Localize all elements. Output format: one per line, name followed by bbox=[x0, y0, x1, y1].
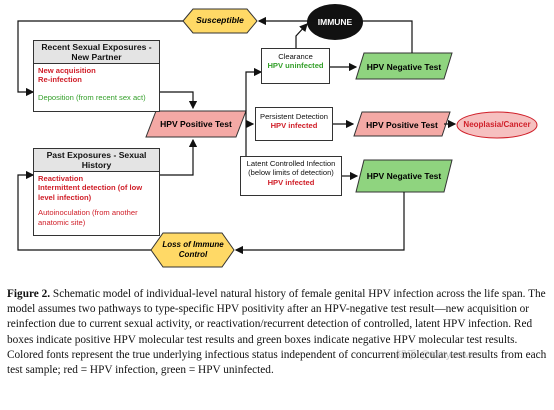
neoplasia-label: Neoplasia/Cancer bbox=[463, 120, 531, 129]
hpv-positive-main-label: HPV Positive Test bbox=[160, 119, 232, 129]
intermittent-text: Intermittent detection (of low level inf… bbox=[38, 183, 143, 202]
neg-test-1-shape bbox=[355, 52, 453, 80]
arrow-recent-to-positive bbox=[160, 91, 198, 110]
susceptible-label: Susceptible bbox=[196, 15, 244, 25]
pos-test-2-label: HPV Positive Test bbox=[366, 120, 438, 130]
persistent-status: HPV infected bbox=[270, 121, 318, 131]
figure-caption: Figure 2. Schematic model of individual-… bbox=[7, 287, 550, 378]
reinfection-text: Re-infection bbox=[38, 75, 82, 85]
reactivation-text: Reactivation bbox=[38, 174, 84, 183]
pos-test-2-shape bbox=[353, 111, 451, 137]
watermark-text: 知乎 @Kittywaver bbox=[396, 349, 480, 361]
recent-exposures-box: Recent Sexual Exposures - New Partner Ne… bbox=[33, 40, 160, 112]
immune-label: IMMUNE bbox=[317, 17, 353, 27]
figure-number: Figure 2. bbox=[7, 288, 51, 300]
arrow-positive-to-clearance bbox=[245, 67, 263, 124]
arrow-clearance-to-immune bbox=[295, 23, 308, 48]
latent-title: Latent Controlled Infection (below limit… bbox=[246, 159, 336, 178]
hpv-diagram: Susceptible IMMUNE Loss of Immune Contro… bbox=[17, 4, 538, 268]
persistent-box: Persistent Detection HPV infected bbox=[255, 107, 333, 141]
latent-status: HPV infected bbox=[267, 177, 315, 187]
neg-test-3-label: HPV Negative Test bbox=[366, 171, 442, 181]
clearance-box: Clearance HPV uninfected bbox=[261, 48, 330, 84]
loss-immune-hexagon bbox=[150, 232, 235, 268]
arrow-neg-to-susceptible bbox=[257, 16, 413, 53]
clearance-status: HPV uninfected bbox=[267, 61, 324, 71]
arrow-neg-to-loss bbox=[234, 192, 405, 255]
loss-immune-label: Loss of Immune Control bbox=[162, 240, 224, 259]
susceptible-hexagon bbox=[182, 8, 258, 34]
arrow-susceptible-to-recent bbox=[17, 20, 183, 97]
neg-test-1-label: HPV Negative Test bbox=[366, 62, 442, 72]
neoplasia-ellipse bbox=[456, 111, 538, 139]
past-exposures-box: Past Exposures - Sexual History Reactiva… bbox=[33, 148, 160, 236]
new-acquisition-text: New acquisition bbox=[38, 66, 96, 75]
arrow-loss-to-past bbox=[17, 170, 151, 251]
neg-test-3-shape bbox=[355, 159, 453, 193]
latent-box: Latent Controlled Infection (below limit… bbox=[240, 156, 342, 196]
hpv-positive-main-shape bbox=[145, 110, 247, 138]
autoinoculation-text: Autoinoculation (from another anatomic s… bbox=[38, 208, 138, 227]
clearance-title: Clearance bbox=[278, 52, 313, 61]
immune-circle bbox=[307, 4, 363, 40]
deposition-text: Deposition (from recent sex act) bbox=[38, 92, 146, 102]
recent-title: Recent Sexual Exposures - New Partner bbox=[34, 41, 159, 64]
persistent-title: Persistent Detection bbox=[260, 112, 328, 121]
caption-text: Schematic model of individual-level natu… bbox=[7, 288, 547, 377]
diagram-shapes bbox=[17, 4, 538, 268]
arrow-past-to-positive bbox=[160, 138, 198, 176]
past-title: Past Exposures - Sexual History bbox=[34, 149, 159, 172]
